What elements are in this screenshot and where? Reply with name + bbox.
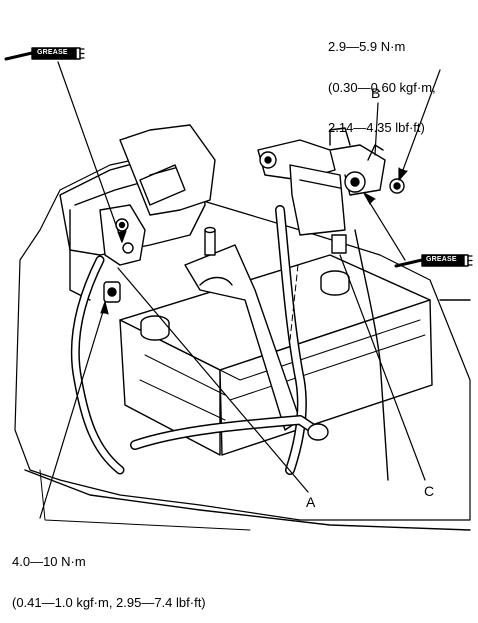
torque-top-line3: 2.14—4.35 lbf·ft) [328,120,425,135]
callout-a: A [306,494,316,510]
torque-bottom-line2: (0.41—1.0 kgf·m, 2.95—7.4 lbf·ft) [12,594,206,610]
torque-bottom-line1: 4.0—10 N·m [12,554,86,569]
callout-b: B [371,85,381,101]
battery-assembly-drawing [4,47,473,531]
torque-spec-bottom: 4.0—10 N·m (0.41—1.0 kgf·m, 2.95—7.4 lbf… [12,528,206,623]
grease-label-right: GREASE [426,256,457,263]
mounting-bolt-b [389,178,405,194]
terminal-fuse-assembly [257,127,386,254]
terminal-clamp [331,234,347,254]
grease-brush-icon [4,47,85,61]
battery [119,254,433,456]
grease-label-top-left: GREASE [37,49,68,56]
callout-c: C [424,483,435,499]
negative-cable [70,255,125,475]
fuse-box-bracket [59,124,216,301]
alignment-line [289,264,299,341]
positive-cable [130,205,389,481]
torque-spec-top: 2.9—5.9 N·m (0.30—0.60 kgf·m, 2.14—4.35 … [328,13,436,148]
leader-lines [39,61,441,519]
grease-brush-icon [394,254,473,268]
torque-top-line2: (0.30—0.60 kgf·m, [328,79,436,95]
torque-top-line1: 2.9—5.9 N·m [328,39,406,54]
battery-sensor [289,164,346,236]
chassis-frame [14,149,471,531]
